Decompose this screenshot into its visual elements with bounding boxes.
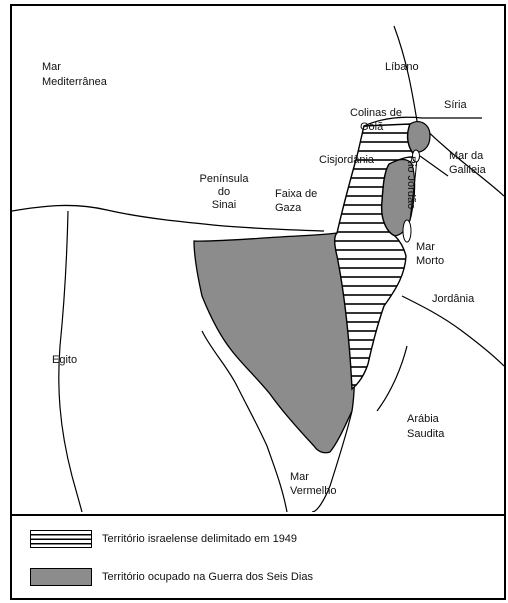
sinai-peninsula — [193, 232, 355, 454]
jordan-border — [401, 295, 504, 367]
red-sea-coast-east — [311, 410, 353, 512]
galilee-pointer — [419, 155, 449, 177]
legend-item-occupied: Território ocupado na Guerra dos Seis Di… — [30, 568, 313, 586]
sea-of-galilee — [412, 149, 420, 163]
legend-label-1949: Território israelense delimitado em 1949 — [102, 533, 298, 545]
lebanon-border — [363, 116, 482, 127]
label-lebanon: Líbano — [385, 61, 419, 73]
golan-heights — [406, 121, 431, 153]
label-jordan: Jordânia — [432, 293, 475, 305]
gulf-of-suez-coast — [201, 330, 288, 512]
legend-label-occupied: Território ocupado na Guerra dos Seis Di… — [102, 571, 313, 583]
legend-swatch-grey — [30, 568, 92, 586]
label-west-bank: Cisjordânia — [319, 154, 375, 166]
saudi-border — [376, 345, 408, 412]
label-syria: Síria — [444, 99, 468, 111]
legend-divider — [12, 514, 504, 516]
legend-swatch-striped — [30, 530, 92, 548]
legend-item-1949: Território israelense delimitado em 1949 — [30, 530, 297, 548]
label-egypt: Egito — [52, 354, 77, 366]
israel-1949-territory — [334, 123, 417, 391]
mediterranean-coastline — [12, 204, 325, 232]
dead-sea — [402, 219, 412, 243]
egypt-border-west — [58, 210, 83, 512]
label-jordan-river: Rio Jordão — [405, 156, 417, 209]
